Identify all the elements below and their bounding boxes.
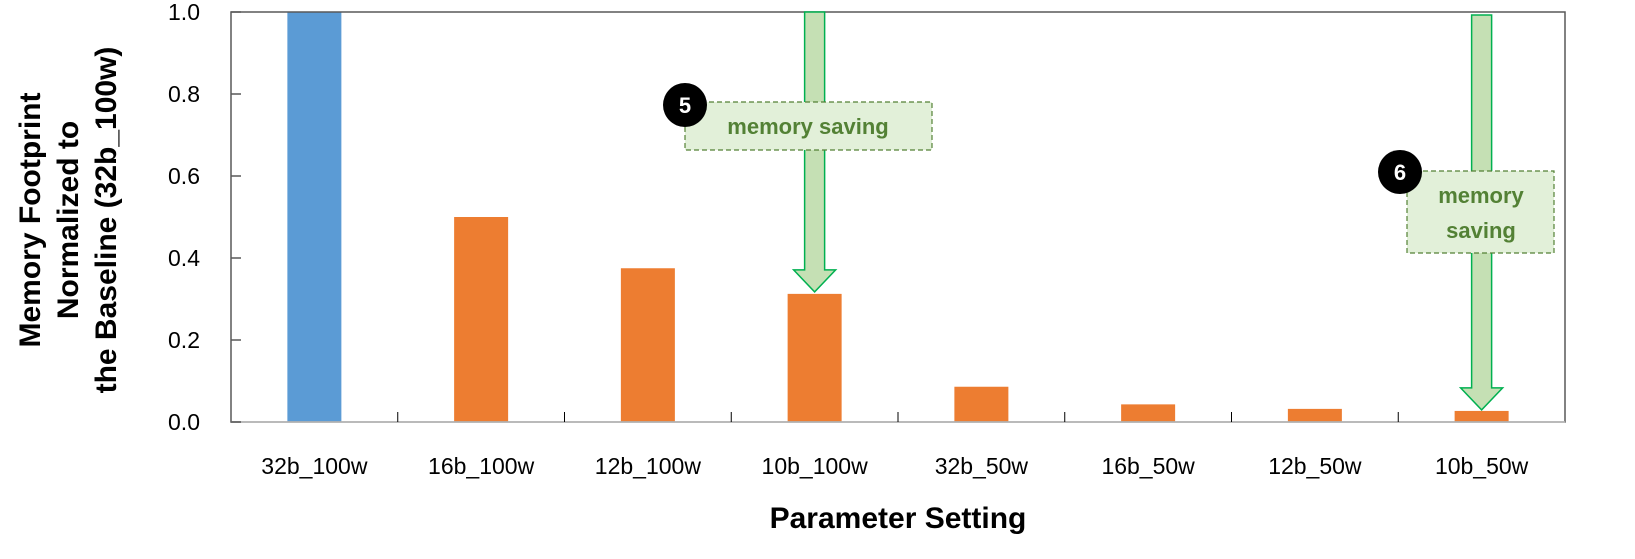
y-axis-ticks: 0.0 0.2 0.4 0.6 0.8 1.0 [168,0,241,435]
step-badge-icon [1378,150,1422,194]
plot-border [230,11,1566,423]
y-tick-label: 0.8 [168,81,200,107]
callout-text-6-line-2: saving [1446,218,1516,243]
callout-text-6-line-1: memory [1438,183,1524,208]
callout-box-6 [1406,170,1555,254]
y-tick-label: 0.4 [168,245,200,271]
x-tick-label: 12b_100w [595,453,702,479]
x-tick-label: 10b_50w [1435,453,1529,479]
y-axis-title-line-3: the Baseline (32b_100w) [90,47,123,394]
x-axis-title: Parameter Setting [770,502,1027,535]
y-tick-label: 1.0 [168,0,200,25]
step-badge-number: 5 [679,93,691,118]
x-tick-label: 16b_100w [428,453,535,479]
y-tick-label: 0.2 [168,327,200,353]
x-tick-label: 32b_50w [935,453,1029,479]
x-tick-label: 32b_100w [261,453,368,479]
y-axis-title-line-1: Memory Footprint [14,93,47,348]
y-axis-title: Memory Footprint Normalized to the Basel… [14,47,123,394]
bar-16b_50w [1121,404,1176,422]
plot-frame [230,11,1566,423]
memory-saving-arrow-icon [791,11,838,293]
x-tick-label: 10b_100w [762,453,869,479]
step-badge-icon [663,83,707,127]
bar-32b_100w [287,12,342,422]
bar-32b_50w [954,386,1009,422]
x-axis-ticks: 32b_100w 16b_100w 12b_100w 10b_100w 32b_50w 1… [261,412,1529,479]
y-tick-label: 0.0 [168,409,200,435]
bar-16b_100w [454,217,509,422]
x-tick-label: 16b_50w [1101,453,1195,479]
bars-group [287,12,1509,422]
step-badge-number: 6 [1394,160,1406,185]
bar-10b_50w [1454,410,1509,422]
bar-10b_100w [787,293,842,422]
bar-12b_100w [620,268,675,422]
callout-box-5 [684,101,933,151]
x-tick-label: 12b_50w [1268,453,1362,479]
y-axis-title-line-2: Normalized to [52,121,85,319]
callout-text-5: memory saving [727,114,888,139]
y-tick-label: 0.6 [168,163,200,189]
bar-12b_50w [1287,408,1342,422]
annotations-group: memory saving 5 memory saving 6 [663,11,1555,412]
